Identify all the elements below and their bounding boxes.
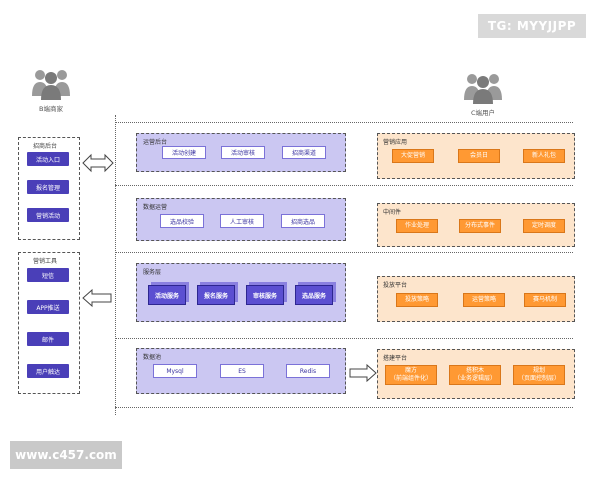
marketing-activity-button[interactable]: 营销活动 bbox=[27, 208, 69, 222]
c-users-icon bbox=[464, 74, 502, 104]
member-day-button[interactable]: 会员日 bbox=[458, 149, 500, 163]
scheduled-dispatch-button[interactable]: 定时调度 bbox=[523, 219, 565, 233]
activity-entry-button[interactable]: 活动入口 bbox=[27, 152, 69, 166]
data-pool-title: 数据池 bbox=[143, 354, 162, 361]
b-merchant-users-icon bbox=[32, 70, 70, 100]
activity-service-box[interactable]: 活动服务 bbox=[148, 285, 186, 305]
row-separator-3 bbox=[115, 252, 573, 253]
c-users-label: C端用户 bbox=[470, 109, 496, 117]
es-box[interactable]: ES bbox=[220, 364, 264, 378]
building-blocks-button[interactable]: 搭积木 （业务逻辑层） bbox=[449, 365, 501, 385]
left-arrow-icon bbox=[82, 288, 112, 308]
sms-button[interactable]: 短信 bbox=[27, 268, 69, 282]
building-blocks-sub: （业务逻辑层） bbox=[453, 375, 496, 382]
distributed-event-button[interactable]: 分布式事件 bbox=[459, 219, 501, 233]
bidirectional-arrow-icon bbox=[82, 153, 114, 173]
build-platform-title: 搭建平台 bbox=[383, 355, 408, 362]
delivery-strategy-button[interactable]: 投放策略 bbox=[396, 293, 438, 307]
signup-management-button[interactable]: 报名管理 bbox=[27, 180, 69, 194]
ops-strategy-button[interactable]: 运营策略 bbox=[463, 293, 505, 307]
magic-cube-button[interactable]: 魔方 （前端组件化） bbox=[385, 365, 437, 385]
selection-service-box[interactable]: 选品服务 bbox=[295, 285, 333, 305]
service-layer-title: 服务层 bbox=[143, 269, 162, 276]
watermark-top: TG: MYYJJPP bbox=[478, 14, 586, 38]
mysql-box[interactable]: Mysql bbox=[153, 364, 197, 378]
delivery-platform-title: 投放平台 bbox=[383, 282, 408, 289]
marketing-apps-title: 营销应用 bbox=[383, 139, 408, 146]
row-separator-2 bbox=[115, 185, 573, 186]
magic-cube-sub: （前端组件化） bbox=[389, 375, 432, 382]
watermark-bottom: www.c457.com bbox=[10, 441, 122, 469]
activity-review-button[interactable]: 活动审核 bbox=[221, 146, 265, 159]
planning-button[interactable]: 规划 （页面控制层） bbox=[513, 365, 565, 385]
selection-check-button[interactable]: 选品校验 bbox=[160, 214, 204, 228]
marketing-tools-title: 营销工具 bbox=[33, 258, 58, 265]
center-divider-line bbox=[115, 115, 116, 415]
merchant-backend-title: 招商后台 bbox=[33, 143, 58, 150]
row-separator-4 bbox=[115, 338, 573, 339]
promotion-marketing-button[interactable]: 大促营销 bbox=[392, 149, 434, 163]
recruit-channel-button[interactable]: 招商渠道 bbox=[282, 146, 326, 159]
middleware-title: 中间件 bbox=[383, 209, 402, 216]
email-button[interactable]: 邮件 bbox=[27, 332, 69, 346]
ops-backend-title: 运营后台 bbox=[143, 139, 168, 146]
activity-create-button[interactable]: 活动创建 bbox=[162, 146, 206, 159]
redis-box[interactable]: Redis bbox=[286, 364, 330, 378]
newcomer-gift-button[interactable]: 新人礼包 bbox=[523, 149, 565, 163]
right-arrow-icon bbox=[349, 363, 377, 383]
data-ops-title: 数据运营 bbox=[143, 204, 168, 211]
building-blocks-name: 搭积木 bbox=[465, 367, 484, 374]
user-reach-button[interactable]: 用户触达 bbox=[27, 364, 69, 378]
app-push-button[interactable]: APP推送 bbox=[27, 300, 69, 314]
job-processing-button[interactable]: 作业处理 bbox=[396, 219, 438, 233]
signup-service-box[interactable]: 报名服务 bbox=[197, 285, 235, 305]
row-separator-5 bbox=[115, 407, 573, 408]
planning-name: 规划 bbox=[532, 367, 545, 374]
planning-sub: （页面控制层） bbox=[517, 375, 560, 382]
review-service-box[interactable]: 审核服务 bbox=[246, 285, 284, 305]
b-merchant-label: B端商家 bbox=[39, 105, 63, 113]
horse-race-button[interactable]: 赛马机制 bbox=[524, 293, 566, 307]
recruit-selection-button[interactable]: 招商选品 bbox=[281, 214, 325, 228]
row-separator-1 bbox=[115, 122, 573, 123]
manual-review-button[interactable]: 人工审核 bbox=[220, 214, 264, 228]
magic-cube-name: 魔方 bbox=[404, 367, 417, 374]
